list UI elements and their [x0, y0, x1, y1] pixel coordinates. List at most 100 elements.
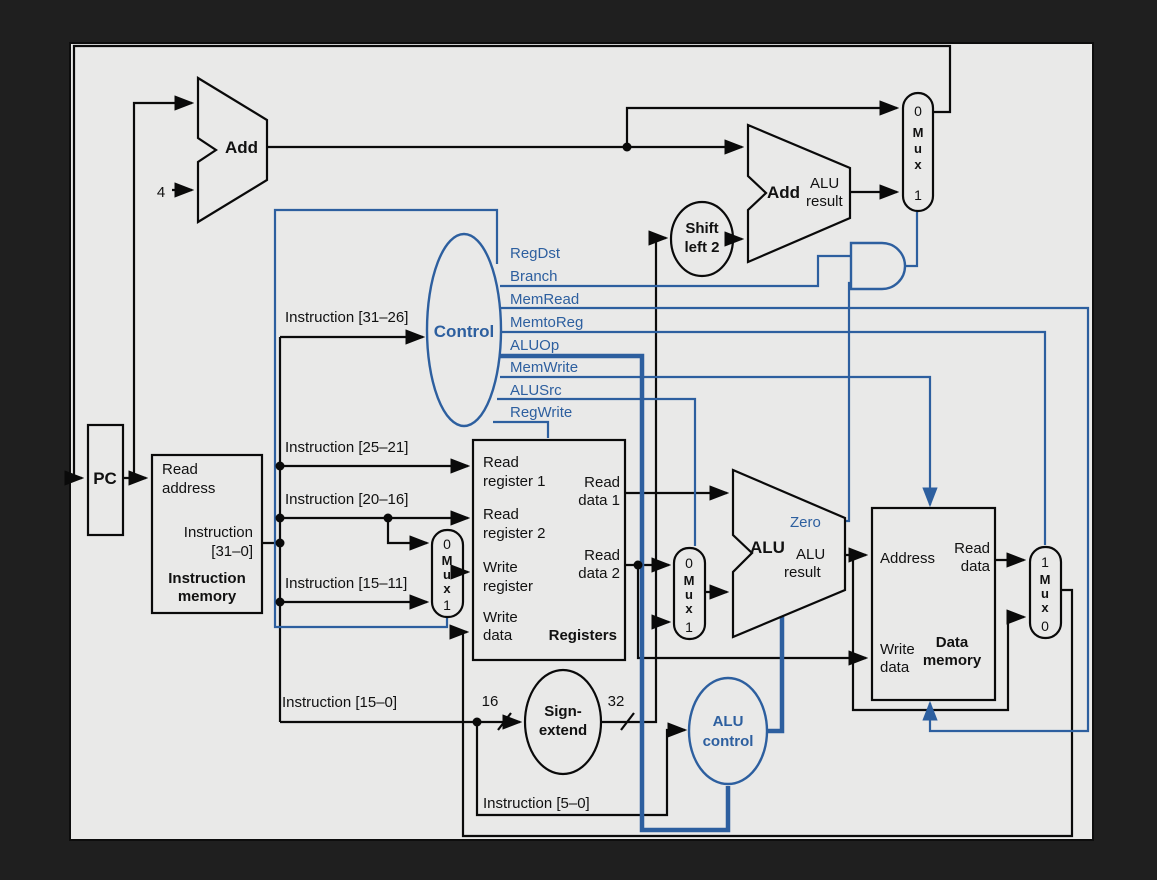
wire-alucontrol-to-alu [766, 616, 785, 734]
alu-control-block [687, 676, 769, 786]
mux-alusrc-0: 0 [685, 555, 693, 571]
signal-alusrc: ALUSrc [510, 382, 562, 399]
const4-label: 4 [157, 184, 165, 201]
mux-alusrc-u: u [685, 587, 693, 602]
shift-left-2-block [669, 200, 735, 278]
wire-writeback [449, 588, 1074, 838]
sign-extend-block [523, 668, 603, 776]
alu-result-1: ALU [796, 546, 825, 563]
mux-alusrc-m: M [684, 573, 695, 588]
signal-memtoreg: MemtoReg [510, 314, 583, 331]
wire-branch [500, 254, 851, 288]
signal-memwrite: MemWrite [510, 359, 578, 376]
wire-regdst [273, 208, 499, 629]
mux-pcsrc-1: 1 [914, 187, 922, 203]
mux-pcsrc-x: x [914, 157, 922, 172]
add-branch-result-1: ALU [810, 175, 839, 192]
bus-slash-32 [620, 712, 635, 731]
alu-result-2: result [784, 564, 822, 581]
reg-wd-a: Write [483, 609, 518, 626]
text-labels: PC Add 4 Read address Instruction [31–0]… [93, 103, 1050, 812]
dmem-read-data-b: data [961, 558, 991, 575]
wire-pcsrc-mux-to-pc [64, 44, 952, 486]
control-title: Control [434, 322, 494, 341]
mux-pcsrc-0: 0 [914, 103, 922, 119]
reg-rr1-a: Read [483, 454, 519, 471]
signal-regdst: RegDst [510, 245, 561, 262]
signext-line1: Sign- [544, 703, 582, 720]
control-unit [425, 232, 503, 428]
wire-alu-result-bypass [851, 555, 1027, 712]
add-branch-result-2: result [806, 193, 844, 210]
field-5-0: Instruction [5–0] [483, 795, 590, 812]
signext-line2: extend [539, 722, 587, 739]
and-gate [849, 241, 907, 291]
reg-rd1-b: data 1 [578, 492, 620, 509]
mux-regdst-0: 0 [443, 536, 451, 552]
mux-alusrc-1: 1 [685, 619, 693, 635]
registers-block [471, 438, 627, 662]
signal-regwrite: RegWrite [510, 404, 572, 421]
mux-regdst-m: M [442, 553, 453, 568]
mux-memtoreg-0: 0 [1041, 618, 1049, 634]
wire-instr20-16-to-mux [386, 518, 430, 551]
imem-read-address-1: Read [162, 461, 198, 478]
reg-rd1-a: Read [584, 474, 620, 491]
reg-rd2-a: Read [584, 547, 620, 564]
wire-pc4-to-mux0 [625, 100, 900, 147]
dmem-write-data-a: Write [880, 641, 915, 658]
wire-zero [845, 281, 851, 523]
field-25-21: Instruction [25–21] [285, 439, 408, 456]
field-15-11: Instruction [15–11] [285, 575, 407, 592]
reg-wr-b: register [483, 578, 533, 595]
reg-rr2-a: Read [483, 506, 519, 523]
alucontrol-line1: ALU [713, 713, 744, 730]
adder-branch [746, 123, 852, 264]
wire-regwrite [493, 420, 550, 438]
signal-aluop: ALUOp [510, 337, 559, 354]
alu-zero-label: Zero [790, 514, 821, 531]
mux-memtoreg-x: x [1041, 600, 1049, 615]
signal-memread: MemRead [510, 291, 579, 308]
mux-memtoreg-1: 1 [1041, 554, 1049, 570]
mux-regdst-1: 1 [443, 597, 451, 613]
mux-regdst [430, 528, 465, 619]
wire-pc-to-add [132, 95, 195, 478]
mux-pcsrc-m: M [913, 125, 924, 140]
bus-slash-16 [497, 712, 512, 731]
pc-register [86, 423, 125, 537]
mux-regdst-x: x [443, 581, 451, 596]
reg-wd-b: data [483, 627, 513, 644]
instruction-memory-block [150, 453, 264, 615]
wire-instr5-0 [475, 722, 688, 817]
mux-memtoreg [1028, 545, 1063, 640]
alucontrol-line2: control [703, 733, 754, 750]
imem-out-2: [31–0] [211, 543, 253, 560]
reg-rr1-b: register 1 [483, 473, 546, 490]
field-15-0: Instruction [15–0] [282, 694, 397, 711]
imem-out-1: Instruction [184, 524, 253, 541]
registers-title: Registers [549, 627, 617, 644]
field-31-26: Instruction [31–26] [285, 309, 408, 326]
wire-memtoreg [501, 330, 1047, 545]
add-branch-label: Add [767, 183, 800, 202]
wire-memread [500, 306, 1090, 733]
mux-memtoreg-m: M [1040, 572, 1051, 587]
wire-and-to-mux [905, 212, 919, 268]
signal-branch: Branch [510, 268, 558, 285]
mux-pcsrc-u: u [914, 141, 922, 156]
dmem-read-data-a: Read [954, 540, 990, 557]
dmem-write-data-b: data [880, 659, 910, 676]
pc-label: PC [93, 469, 117, 488]
mux-alusrc-x: x [685, 601, 693, 616]
dmem-title-2: memory [923, 652, 982, 669]
shift-line1: Shift [685, 220, 718, 237]
add-pc-label: Add [225, 138, 258, 157]
dmem-title-1: Data [936, 634, 969, 651]
imem-title-2: memory [178, 588, 237, 605]
alu-block [731, 468, 847, 639]
reg-rd2-b: data 2 [578, 565, 620, 582]
wire-alusrc [497, 397, 697, 546]
field-20-16: Instruction [20–16] [285, 491, 408, 508]
